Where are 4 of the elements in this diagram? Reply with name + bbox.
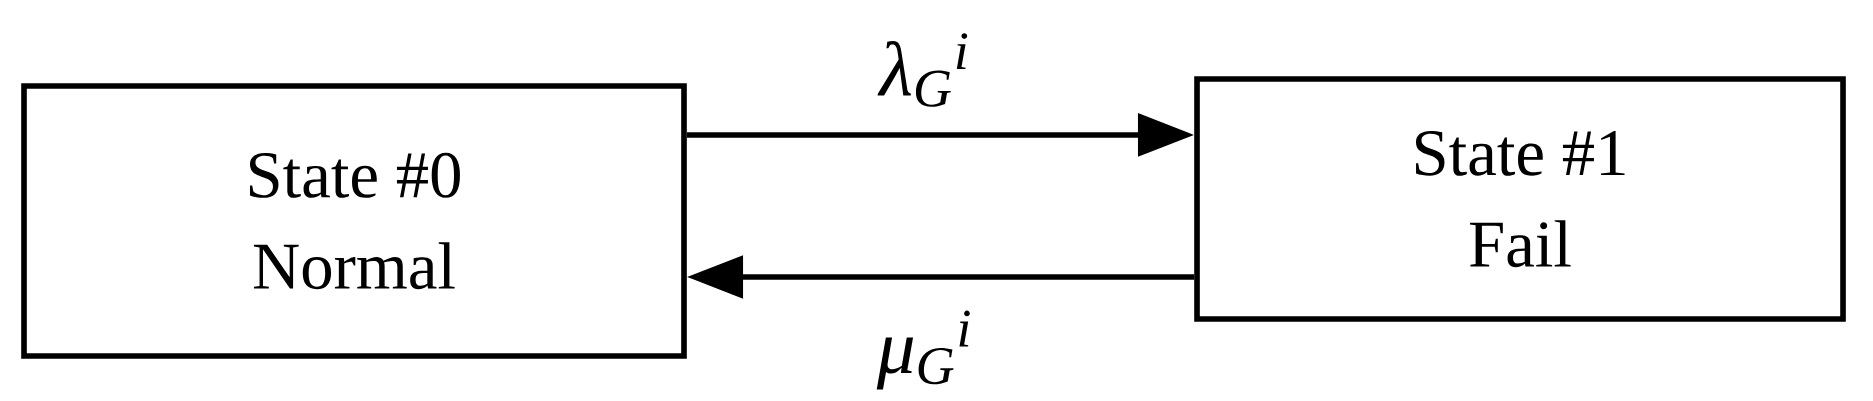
- state-box: State #0 Normal: [21, 83, 687, 359]
- edge-label: μ$_{G}$i: [873, 307, 977, 393]
- state-box: State #1 Fail: [1194, 76, 1846, 322]
- edge-label: λ$_{G}$i: [875, 29, 975, 111]
